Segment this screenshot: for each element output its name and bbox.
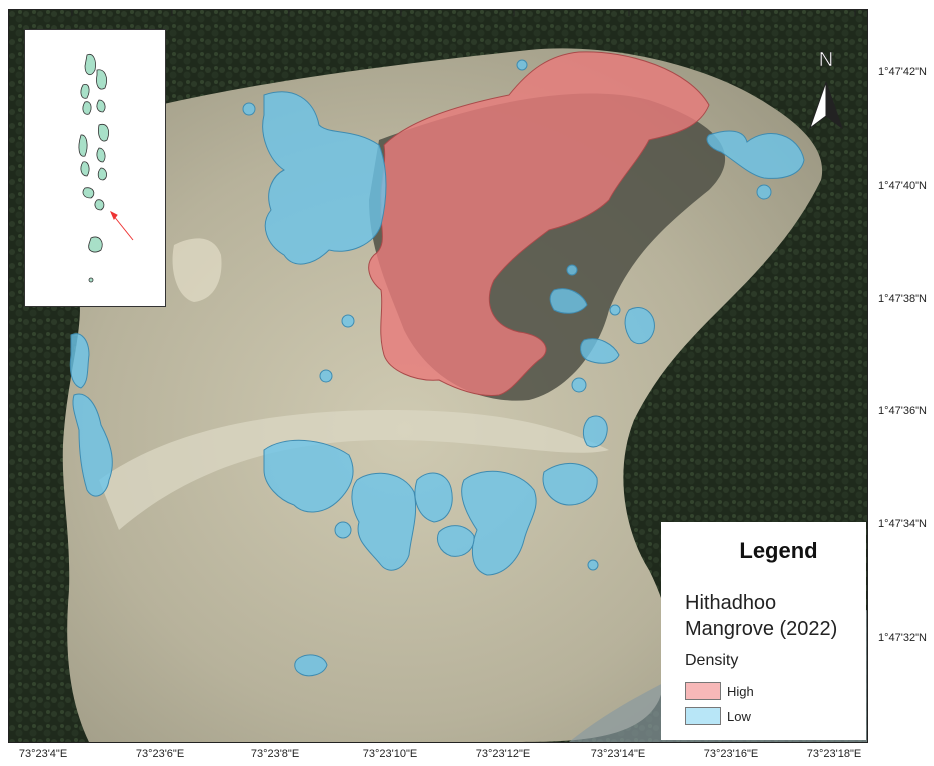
longitude-tick-label: 73°23'6"E [135, 748, 185, 760]
latitude-tick-label: 1°47'34"N [878, 518, 927, 530]
low-density-spot[interactable] [571, 377, 587, 393]
low-density-spot[interactable] [242, 102, 256, 116]
latitude-tick-label: 1°47'40"N [878, 180, 927, 192]
low-density-polygon[interactable] [549, 288, 588, 314]
north-arrow: N [804, 44, 848, 134]
legend-title: Legend [739, 538, 818, 563]
sand-patch [172, 238, 222, 302]
sand-channel [99, 410, 609, 530]
legend-layer-name: Hithadhoo Mangrove (2022) [685, 592, 838, 640]
longitude-tick-label: 73°23'4"E [18, 748, 68, 760]
low-density-polygon[interactable] [262, 91, 387, 265]
longitude-tick-label: 73°23'10"E [362, 748, 418, 760]
low-density-polygon[interactable] [294, 654, 328, 677]
legend-group-label: Density [685, 652, 739, 669]
low-density-spot[interactable] [334, 521, 352, 539]
low-density-polygon[interactable] [706, 130, 805, 179]
low-density-spot[interactable] [319, 369, 333, 383]
high-density-polygons [368, 51, 710, 397]
low-density-spot[interactable] [587, 559, 599, 571]
north-arrow-icon: N [808, 49, 844, 130]
low-density-spot[interactable] [609, 304, 621, 316]
latitude-tick-label: 1°47'38"N [878, 293, 927, 305]
low-density-polygon[interactable] [72, 393, 113, 497]
legend-panel: Legend Hithadhoo Mangrove (2022) Density… [661, 522, 866, 740]
legend-swatch-high [685, 682, 721, 700]
low-density-polygon[interactable] [437, 525, 475, 557]
latitude-tick-label: 1°47'36"N [878, 405, 927, 417]
longitude-tick-label: 73°23'12"E [475, 748, 531, 760]
longitude-tick-label: 73°23'14"E [590, 748, 646, 760]
legend-label-high: High [727, 683, 754, 699]
legend-item-high: High [685, 682, 754, 700]
longitude-tick-label: 73°23'8"E [250, 748, 300, 760]
longitude-tick-label: 73°23'16"E [703, 748, 759, 760]
low-density-polygon[interactable] [542, 462, 598, 506]
longitude-tick-label: 73°23'18"E [806, 748, 862, 760]
legend-item-low: Low [685, 707, 751, 725]
frame-ticks [71, 10, 856, 16]
atoll-chain [78, 53, 134, 283]
high-density-polygon[interactable] [368, 51, 710, 397]
low-density-polygon[interactable] [461, 470, 537, 576]
low-density-polygon[interactable] [69, 333, 90, 389]
legend-swatch-low [685, 707, 721, 725]
low-density-polygon[interactable] [263, 439, 354, 513]
latitude-tick-label: 1°47'32"N [878, 632, 927, 644]
locator-arrow-icon [110, 210, 134, 241]
legend-label-low: Low [727, 708, 751, 724]
low-density-polygons [69, 59, 805, 677]
low-density-spot[interactable] [566, 264, 578, 276]
north-label: N [819, 49, 833, 71]
low-density-polygon[interactable] [414, 472, 453, 523]
low-density-spot[interactable] [341, 314, 355, 328]
low-density-polygon[interactable] [582, 415, 608, 448]
low-density-polygon[interactable] [580, 338, 620, 364]
low-density-spot[interactable] [516, 59, 528, 71]
inset-locator-map [24, 29, 166, 307]
low-density-polygon[interactable] [351, 472, 417, 571]
low-density-polygon[interactable] [624, 307, 655, 345]
latitude-tick-label: 1°47'42"N [878, 66, 927, 78]
low-density-spot[interactable] [756, 184, 772, 200]
